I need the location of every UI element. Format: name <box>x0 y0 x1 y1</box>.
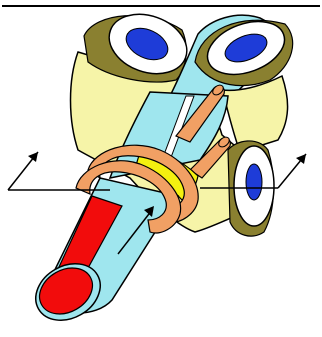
top-right-roll <box>195 12 293 86</box>
tube-lower <box>26 178 178 332</box>
side-roll-bore <box>246 164 262 200</box>
